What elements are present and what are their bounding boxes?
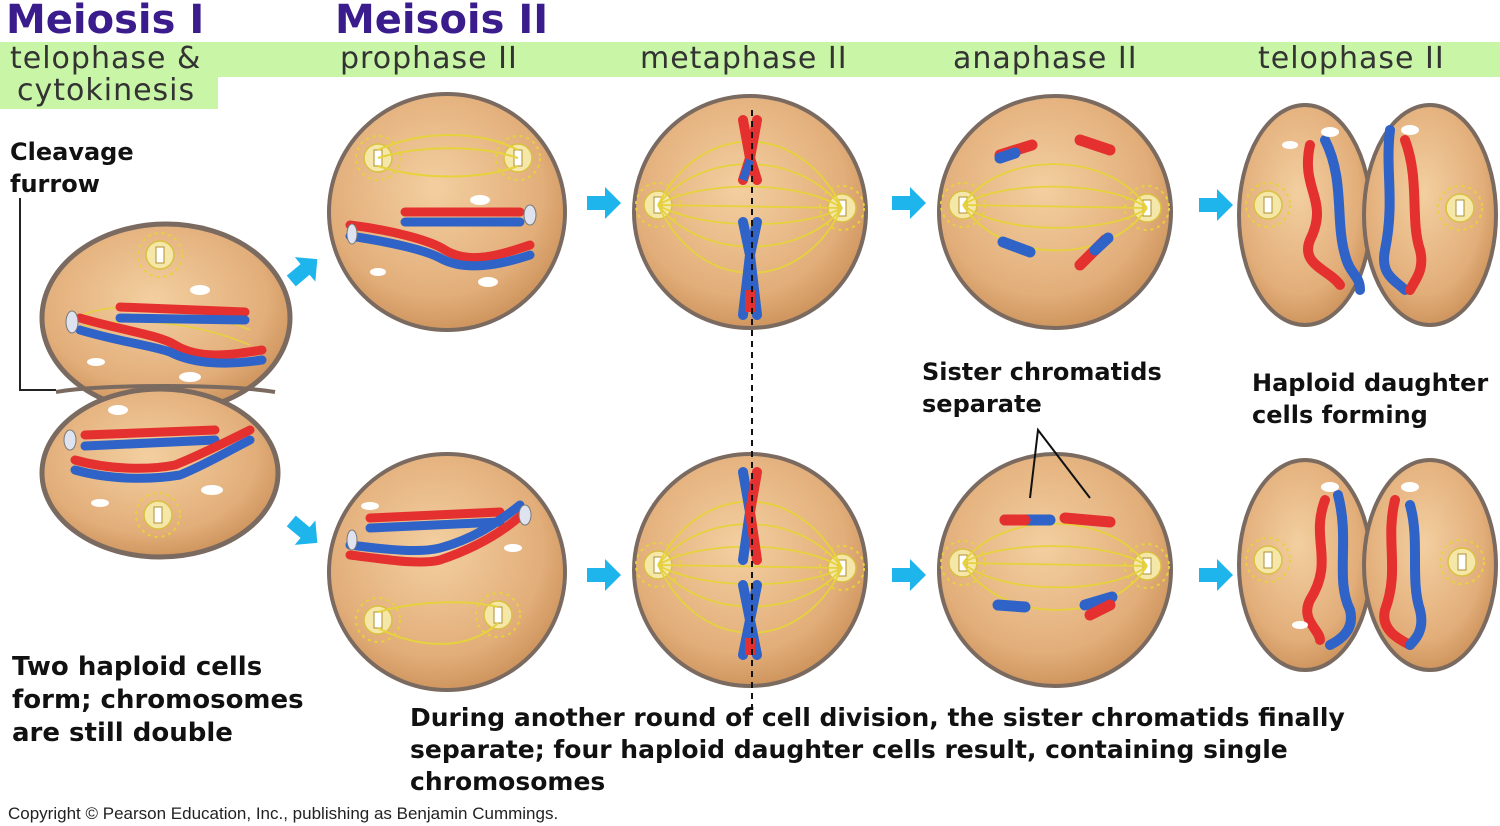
anaphase-ii-cell-top (937, 94, 1173, 330)
prophase-ii-cell-top (327, 92, 567, 332)
arrow-prophase-to-metaphase-top (587, 187, 621, 219)
arrow-metaphase-to-anaphase-top (892, 187, 926, 219)
stage-band-extension (0, 77, 218, 109)
label-two-haploid-line1: Two haploid cells (12, 652, 263, 682)
metaphase-ii-cell-top (632, 94, 868, 330)
sister-chromatids-pointer (1029, 427, 1091, 499)
telophase-ii-cell-bottom (1237, 458, 1498, 672)
stage-band (0, 42, 1500, 77)
prophase-ii-cell-bottom (327, 452, 567, 692)
label-sister-chromatids-line2: separate (922, 390, 1042, 418)
label-during-line2: separate; four haploid daughter cells re… (410, 735, 1288, 764)
telophase-ii-cell-top (1237, 103, 1498, 327)
cleavage-pointer-line (19, 198, 56, 391)
label-during-line3: chromosomes (410, 767, 606, 796)
stage-telophase-ii: telophase II (1258, 41, 1445, 76)
stage-telophase-i-line1: telophase & (10, 41, 202, 76)
metaphase-ii-cell-bottom (632, 452, 868, 688)
telophase-i-cell-bottom (39, 386, 281, 560)
arrow-prophase-to-metaphase-bottom (587, 559, 621, 591)
stage-anaphase-ii: anaphase II (953, 41, 1138, 76)
arrow-metaphase-to-anaphase-bottom (892, 559, 926, 591)
label-cleavage-furrow-line2: furrow (10, 170, 100, 198)
arrow-to-prophase-bottom (280, 508, 328, 556)
arrow-anaphase-to-telophase-top (1199, 189, 1233, 221)
label-during-line1: During another round of cell division, t… (410, 703, 1345, 732)
label-sister-chromatids-line1: Sister chromatids (922, 358, 1162, 386)
label-two-haploid-line3: are still double (12, 718, 233, 748)
meiosis-ii-title: Meisois II (335, 0, 549, 43)
stage-telophase-i-line2: cytokinesis (17, 73, 196, 108)
arrow-anaphase-to-telophase-bottom (1199, 559, 1233, 591)
copyright-notice: Copyright © Pearson Education, Inc., pub… (8, 804, 559, 823)
label-two-haploid-line2: form; chromosomes (12, 685, 304, 715)
label-haploid-forming-line2: cells forming (1252, 401, 1428, 429)
meiosis-i-title: Meiosis I (6, 0, 205, 43)
label-cleavage-furrow-line1: Cleavage (10, 138, 134, 166)
arrow-to-prophase-top (280, 246, 328, 294)
stage-prophase-ii: prophase II (340, 41, 518, 76)
stage-metaphase-ii: metaphase II (640, 41, 848, 76)
label-haploid-forming-line1: Haploid daughter (1252, 369, 1489, 397)
anaphase-ii-cell-bottom (937, 452, 1173, 688)
telophase-i-cell-top (39, 221, 293, 415)
